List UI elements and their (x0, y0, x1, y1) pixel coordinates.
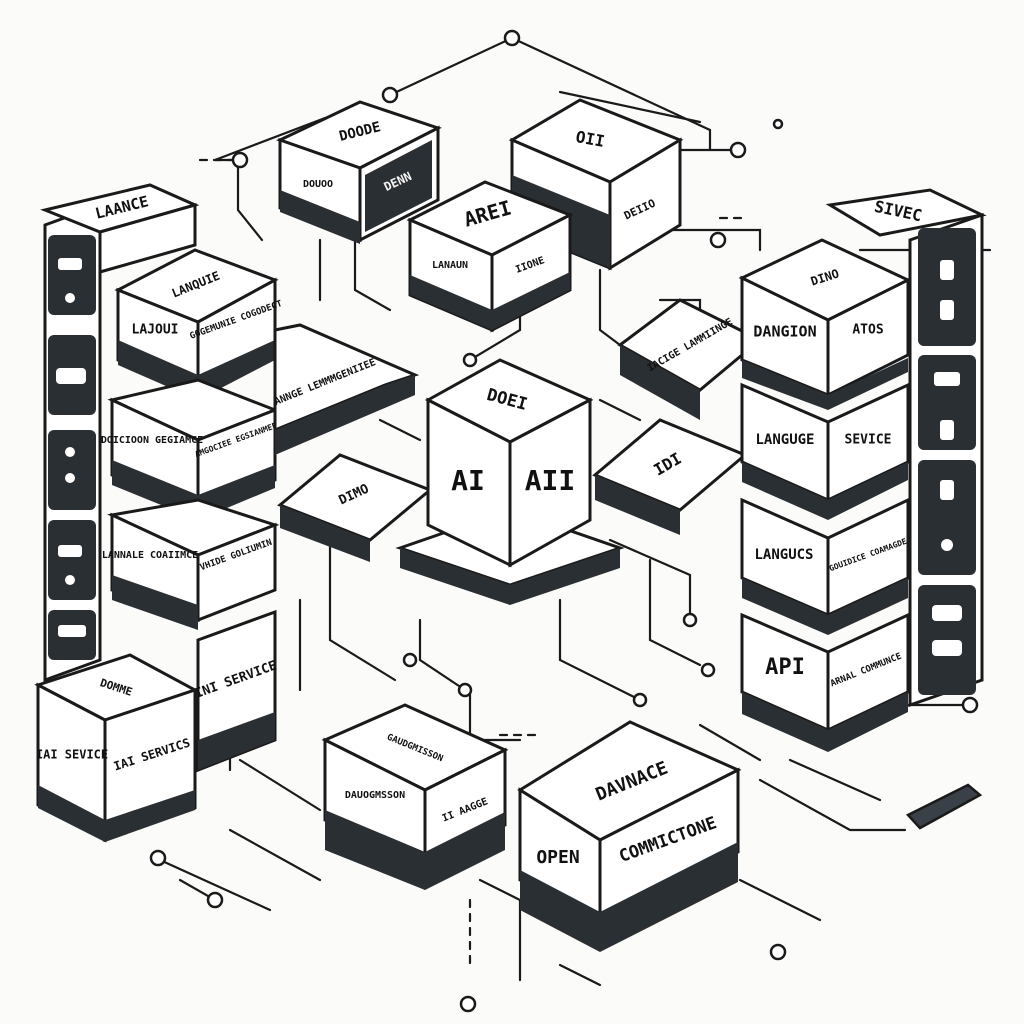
block-domme-left-label: IAI SEVICE (36, 748, 108, 762)
block-idi: IDI (592, 418, 748, 535)
block-arei-left-label: LANAUN (432, 260, 468, 271)
block-api-left-label: API (765, 655, 805, 680)
connector-nodes (149, 29, 979, 1013)
block-lannale: LANNALE COAIIMCE VHIDE GOLIUMIN (102, 498, 280, 630)
block-lanquie-left-label: LAJOUI (132, 323, 179, 338)
block-languge: LANGUGE SEVICE (740, 382, 910, 520)
block-doicion-left-label: DOICIOON GEGIAMCE (101, 435, 203, 446)
block-dimo: DIMO (277, 453, 433, 562)
server-tower-right: SIVEC (825, 188, 987, 708)
block-api: API ARNAL COMMUNCE (740, 612, 910, 752)
block-dino-right-label: ATOS (852, 323, 883, 338)
block-lannale-left-label: LANNALE COAIIMCE (102, 550, 198, 561)
connector-plug (905, 783, 983, 830)
block-dino: DINO DANGION ATOS (738, 238, 912, 410)
block-davnace-left-label: OPEN (536, 847, 579, 868)
central-ai-left-label: AI (451, 464, 485, 497)
block-languge-left-label: LANGUGE (755, 432, 814, 448)
block-inni: INI SERVICE (193, 609, 279, 773)
central-ai-block: DOEI AI AII (395, 358, 625, 605)
block-doode-left-label: DOUOO (303, 179, 333, 190)
block-langucs: LANGUCS GOUIDICE COAMAGDE (740, 497, 910, 635)
block-oii-top-label: OII (574, 127, 606, 151)
block-domme: DOMME IAI SEVICE IAI SERVICS (34, 653, 199, 843)
block-gaudnsson-left-label: DAUOGMSSON (345, 790, 405, 801)
block-lanquie: LANQUIE LAJOUI GOGEMUNIE COGODECT (114, 248, 284, 400)
central-ai-right-label: AII (525, 464, 576, 497)
block-langucs-left-label: LANGUCS (754, 547, 813, 563)
block-dino-left-label: DANGION (753, 323, 816, 341)
block-laance: LAANCE (40, 183, 200, 274)
block-arei: AREI LANAUN IIONE (406, 180, 574, 333)
block-languge-right-label: SEVICE (845, 433, 892, 448)
panel-left: ANNGE LEMMMGENIIEE (273, 323, 420, 455)
block-gaudnsson: GAUDGMISSON DAUOGMSSON II AAGGE (321, 703, 509, 890)
block-doode: DOODE DOUOO DENN (276, 100, 442, 244)
block-davnace: DAVNACE OPEN COMMICTONE (517, 720, 742, 952)
server-tower-left (43, 202, 102, 683)
panel-right: IACIGE LAMMIINGE (617, 298, 763, 420)
block-doicion: DOICIOON GEGIAMCE AMGOCIEE EGSIANMEE (101, 378, 280, 520)
